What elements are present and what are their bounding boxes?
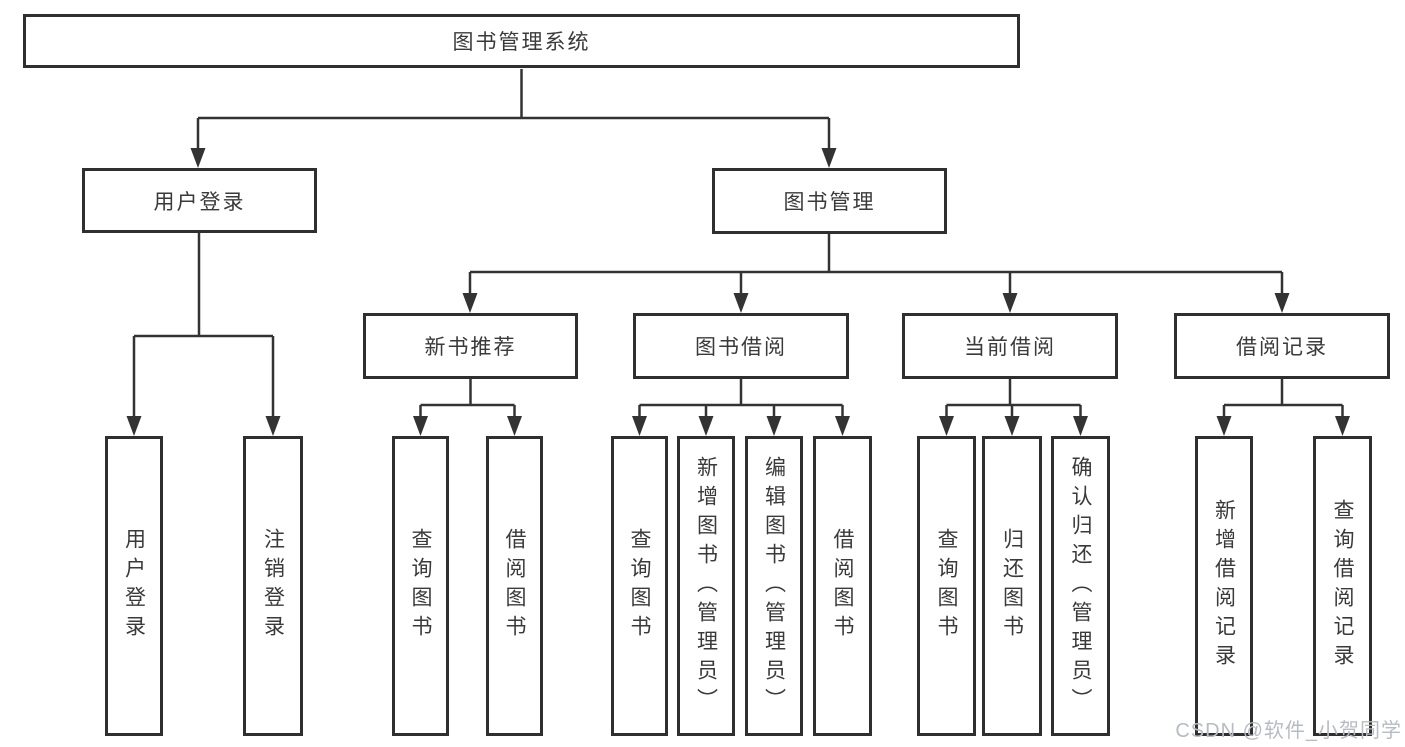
leaf-query-books-current: 查询图书 bbox=[917, 436, 976, 736]
node-library-management-system: 图书管理系统 bbox=[23, 14, 1020, 68]
leaf-user-login: 用户登录 bbox=[105, 436, 163, 736]
leaf-borrow-books: 借阅图书 bbox=[813, 436, 872, 736]
node-book-management: 图书管理 bbox=[712, 168, 947, 234]
leaf-edit-book-admin: 编辑图书（管理员） bbox=[745, 436, 803, 736]
leaf-query-borrow-record: 查询借阅记录 bbox=[1313, 436, 1372, 736]
leaf-logout: 注销登录 bbox=[243, 436, 303, 736]
leaf-return-book: 归还图书 bbox=[982, 436, 1042, 736]
node-user-login: 用户登录 bbox=[82, 168, 317, 233]
arrowheads bbox=[126, 148, 1350, 436]
leaf-borrow-books-recommend: 借阅图书 bbox=[486, 436, 543, 736]
leaf-query-books-recommend: 查询图书 bbox=[392, 436, 449, 736]
node-new-book-recommendation: 新书推荐 bbox=[363, 313, 578, 379]
leaf-add-borrow-record: 新增借阅记录 bbox=[1195, 436, 1253, 736]
leaf-confirm-return-admin: 确认归还（管理员） bbox=[1051, 436, 1110, 736]
node-current-borrowing: 当前借阅 bbox=[902, 313, 1118, 379]
csdn-watermark: CSDN @软件_小贺同学 bbox=[1175, 720, 1402, 742]
leaf-add-book-admin: 新增图书（管理员） bbox=[677, 436, 735, 736]
leaf-query-books-borrowing: 查询图书 bbox=[611, 436, 668, 736]
node-book-borrowing: 图书借阅 bbox=[633, 313, 849, 379]
node-borrowing-records: 借阅记录 bbox=[1174, 313, 1390, 379]
